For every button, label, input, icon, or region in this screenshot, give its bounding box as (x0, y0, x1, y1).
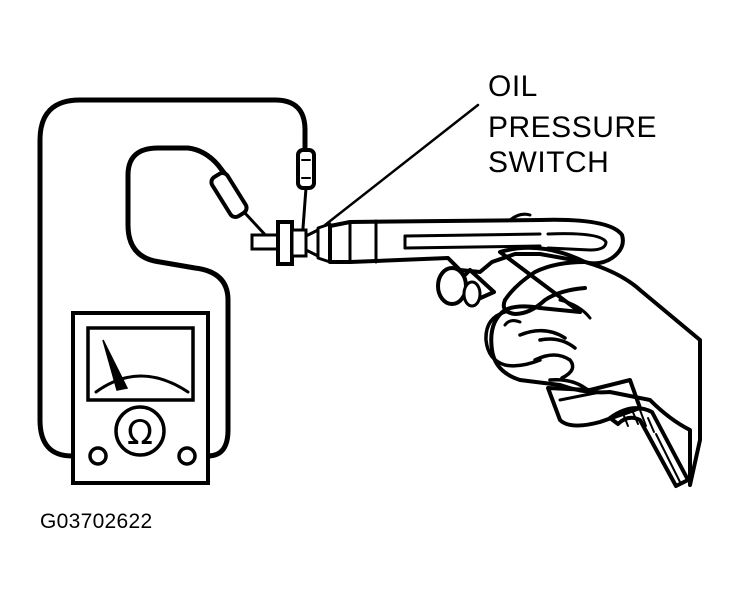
meter-terminal-right (177, 446, 197, 466)
lower-probe (209, 170, 272, 242)
gun-grip (546, 378, 642, 428)
oil-pressure-switch (250, 220, 332, 266)
air-gun (328, 212, 625, 308)
ohm-symbol: Ω (127, 413, 153, 453)
callout-leader-line (323, 103, 480, 227)
ohm-symbol-ring (114, 405, 166, 457)
meter-terminal-left (88, 446, 108, 466)
ohmmeter: Ω (71, 311, 210, 485)
ohmmeter-face (86, 326, 195, 402)
air-hose (608, 406, 690, 488)
figure-id: G03702622 (40, 510, 153, 533)
outer-test-lead (37, 97, 308, 459)
ohmmeter-needle (102, 339, 129, 391)
ohmmeter-scale (94, 374, 190, 394)
upper-probe (296, 148, 316, 230)
hand (484, 245, 702, 487)
callout-label-line-3: SWITCH (488, 146, 610, 179)
callout-label-line-1: OIL (488, 70, 538, 103)
callout-label-line-2: PRESSURE (488, 111, 658, 144)
inner-test-lead (125, 145, 231, 459)
